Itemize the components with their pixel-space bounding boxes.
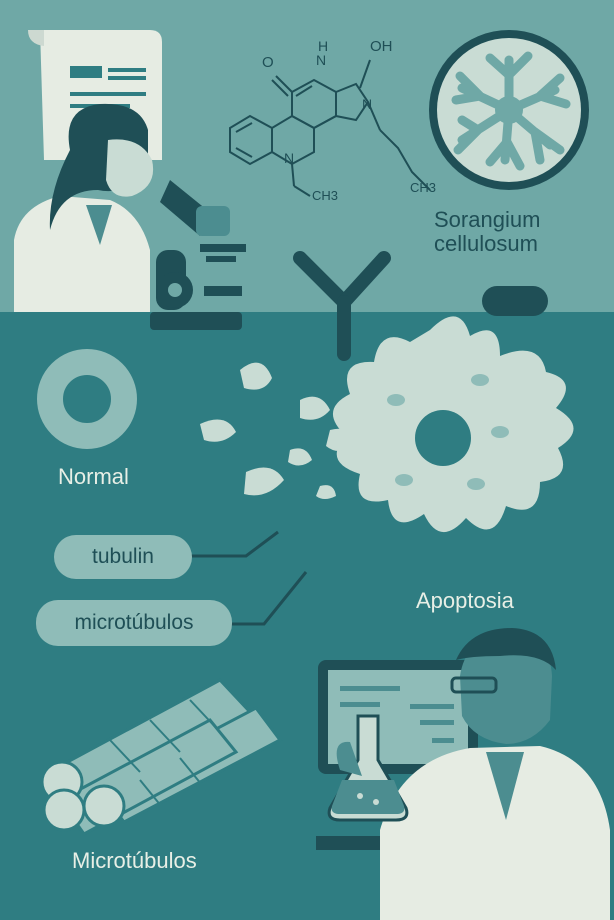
atom-n-ring-label: N	[362, 96, 373, 112]
atom-h-label: H	[318, 38, 329, 54]
apoptotic-cell	[200, 316, 574, 533]
connector-lines	[190, 530, 308, 626]
normal-label: Normal	[58, 464, 129, 489]
bacteria-colony-icon	[429, 30, 589, 190]
atom-oh-label: OH	[370, 38, 393, 55]
normal-cell-ring	[37, 349, 137, 449]
microscope-icon	[150, 180, 246, 330]
microtubulos-pill: microtúbulos	[36, 600, 232, 646]
sorangium-label-line1: Sorangium	[434, 207, 541, 232]
antibody-icon	[293, 251, 391, 361]
ch3-right-label: CH3	[410, 180, 437, 195]
scientist-flask	[380, 628, 610, 920]
atom-o-label: O	[262, 54, 274, 71]
tubulin-pill: tubulin	[54, 535, 192, 579]
apoptosis-label: Apoptosia	[416, 588, 514, 613]
sorangium-label-line2: cellulosum	[434, 231, 538, 256]
capsule-shape	[482, 286, 548, 316]
scientist-microscope	[14, 103, 154, 312]
flask-icon	[327, 714, 409, 822]
atom-n-quinoline-label: N	[284, 150, 295, 166]
atom-n-amide-label: N	[316, 52, 327, 68]
microtubulos-label: Microtúbulos	[72, 848, 197, 873]
chemical-structure	[229, 59, 431, 197]
microtubule-bundle-icon	[40, 678, 283, 836]
ch3-left-label: CH3	[312, 188, 339, 203]
